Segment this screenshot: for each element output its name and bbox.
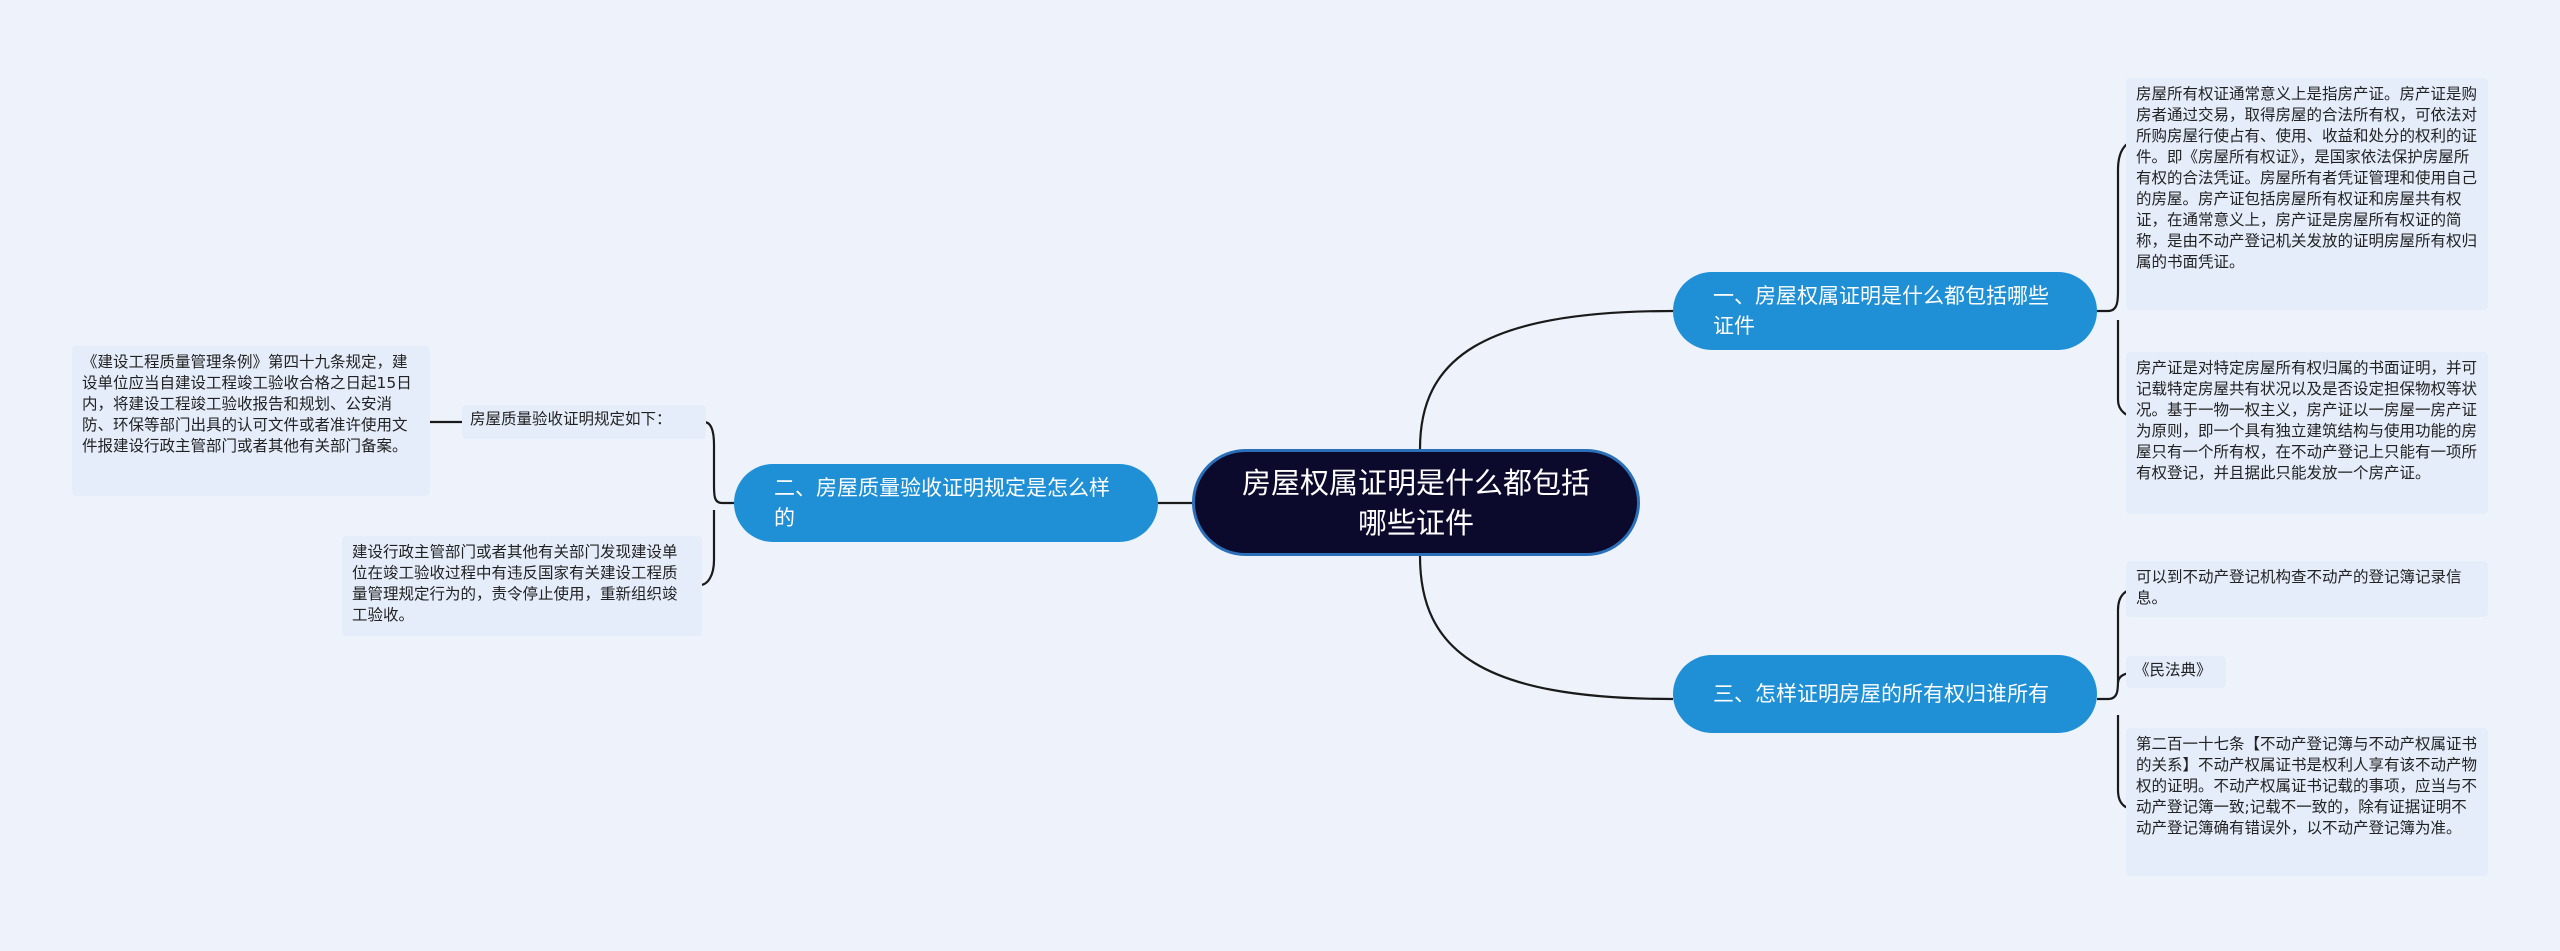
branch-1-label: 一、房屋权属证明是什么都包括哪些证件 <box>1713 284 2049 338</box>
leaf-1-2: 房产证是对特定房屋所有权归属的书面证明，并可记载特定房屋共有状况以及是否设定担保… <box>2126 352 2488 514</box>
leaf-3-2: 《民法典》 <box>2126 656 2226 688</box>
branch-2-mid-node: 房屋质量验收证明规定如下： <box>462 405 706 439</box>
leaf-3-2-text: 《民法典》 <box>2134 661 2212 679</box>
leaf-2-1: 《建设工程质量管理条例》第四十九条规定，建设单位应当自建设工程竣工验收合格之日起… <box>72 346 430 496</box>
branch-3-label: 三、怎样证明房屋的所有权归谁所有 <box>1713 682 2049 706</box>
leaf-1-1: 房屋所有权证通常意义上是指房产证。房产证是购房者通过交易，取得房屋的合法所有权，… <box>2126 78 2488 310</box>
root-node[interactable]: 房屋权属证明是什么都包括哪些证件 <box>1192 449 1640 556</box>
connector-branch2-mid <box>703 420 734 505</box>
leaf-3-1-text: 可以到不动产登记机构查不动产的登记簿记录信息。 <box>2136 568 2462 607</box>
leaf-3-3: 第二百一十七条【不动产登记簿与不动产权属证书的关系】不动产权属证书是权利人享有该… <box>2126 728 2488 876</box>
connector-root-branch3 <box>1418 555 1674 701</box>
leaf-3-3-text: 第二百一十七条【不动产登记簿与不动产权属证书的关系】不动产权属证书是权利人享有该… <box>2136 735 2478 837</box>
root-title: 房屋权属证明是什么都包括哪些证件 <box>1241 465 1590 540</box>
leaf-2-1-text: 《建设工程质量管理条例》第四十九条规定，建设单位应当自建设工程竣工验收合格之日起… <box>82 353 412 455</box>
branch-node-3[interactable]: 三、怎样证明房屋的所有权归谁所有 <box>1673 655 2097 733</box>
leaf-1-1-text: 房屋所有权证通常意义上是指房产证。房产证是购房者通过交易，取得房屋的合法所有权，… <box>2136 85 2478 271</box>
branch-node-2[interactable]: 二、房屋质量验收证明规定是怎么样的 <box>734 464 1158 542</box>
leaf-1-2-text: 房产证是对特定房屋所有权归属的书面证明，并可记载特定房屋共有状况以及是否设定担保… <box>2136 359 2478 482</box>
connector-root-branch1 <box>1418 309 1674 450</box>
leaf-2-2-text: 建设行政主管部门或者其他有关部门发现建设单位在竣工验收过程中有违反国家有关建设工… <box>352 543 678 624</box>
branch-2-mid-label: 房屋质量验收证明规定如下： <box>470 410 672 428</box>
branch-2-label: 二、房屋质量验收证明规定是怎么样的 <box>774 476 1110 530</box>
branch-node-1[interactable]: 一、房屋权属证明是什么都包括哪些证件 <box>1673 272 2097 350</box>
leaf-2-2: 建设行政主管部门或者其他有关部门发现建设单位在竣工验收过程中有违反国家有关建设工… <box>342 536 702 636</box>
connector-branch2-leaf2 <box>699 510 716 587</box>
leaf-3-1: 可以到不动产登记机构查不动产的登记簿记录信息。 <box>2126 561 2488 617</box>
